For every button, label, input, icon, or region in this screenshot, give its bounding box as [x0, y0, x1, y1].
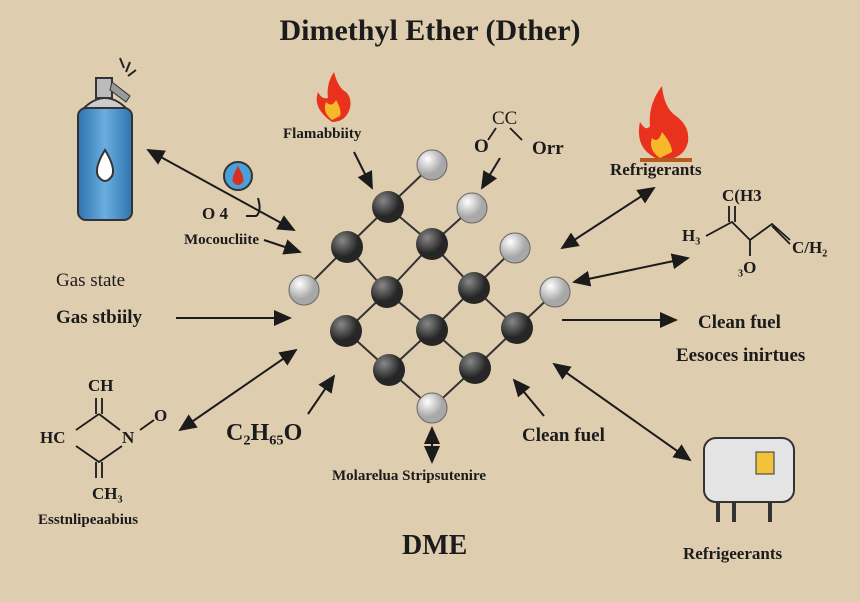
flame-icon — [638, 86, 692, 162]
chem-left-o: O — [154, 406, 168, 425]
label-gas-stability: Gas stbiily — [56, 307, 143, 328]
chem-structure-bonds — [75, 127, 791, 478]
tank-icon — [703, 437, 795, 522]
label-formula: C₂H₆₅O — [226, 420, 303, 446]
carbon-atoms — [330, 191, 533, 386]
chem-right-ch3: C(H3 — [722, 186, 762, 205]
chem-left-hc: HC — [40, 428, 66, 447]
label-clean-fuel-right: Clean fuel — [698, 312, 781, 333]
label-essentials: Esstnlipeaabius — [38, 512, 139, 528]
footer-label-dme: DME — [402, 530, 468, 561]
label-refrigerants-bottom: Refrigeerants — [683, 544, 783, 563]
label-molecular-structure: Molarelua Stripsutenire — [332, 468, 487, 484]
chem-left-ch3: CH₃ — [92, 484, 123, 503]
flame-icon — [316, 72, 351, 122]
chem-top-o: O — [474, 136, 489, 157]
chem-left-n: N — [122, 428, 135, 447]
label-refrigerants-top: Refrigerants — [610, 160, 702, 179]
spray-can-icon — [77, 57, 137, 221]
arrows — [146, 149, 692, 464]
label-mococulite: Mocoucliite — [184, 232, 259, 248]
label-clean-fuel-center: Clean fuel — [522, 425, 605, 446]
label-flammability: Flamabbiity — [283, 126, 362, 142]
label-gas-state: Gas state — [56, 270, 126, 291]
molecule-bonds — [303, 164, 556, 409]
chem-right-o: ₃O — [738, 258, 757, 277]
chem-top-orr: Orr — [532, 138, 564, 159]
drop-icon — [223, 161, 253, 191]
label-o4: O 4 — [202, 204, 228, 223]
chem-right-h3: H₃ — [682, 226, 701, 245]
chem-left-ch: CH — [88, 376, 114, 395]
label-esoces: Eesoces inirtues — [676, 345, 806, 366]
chem-top-cc: CC — [492, 108, 518, 129]
hydrogen-atoms — [288, 149, 571, 424]
page-title: Dimethyl Ether (Dther) — [279, 14, 581, 47]
chem-right-ch2: C/H₂ — [792, 238, 828, 257]
